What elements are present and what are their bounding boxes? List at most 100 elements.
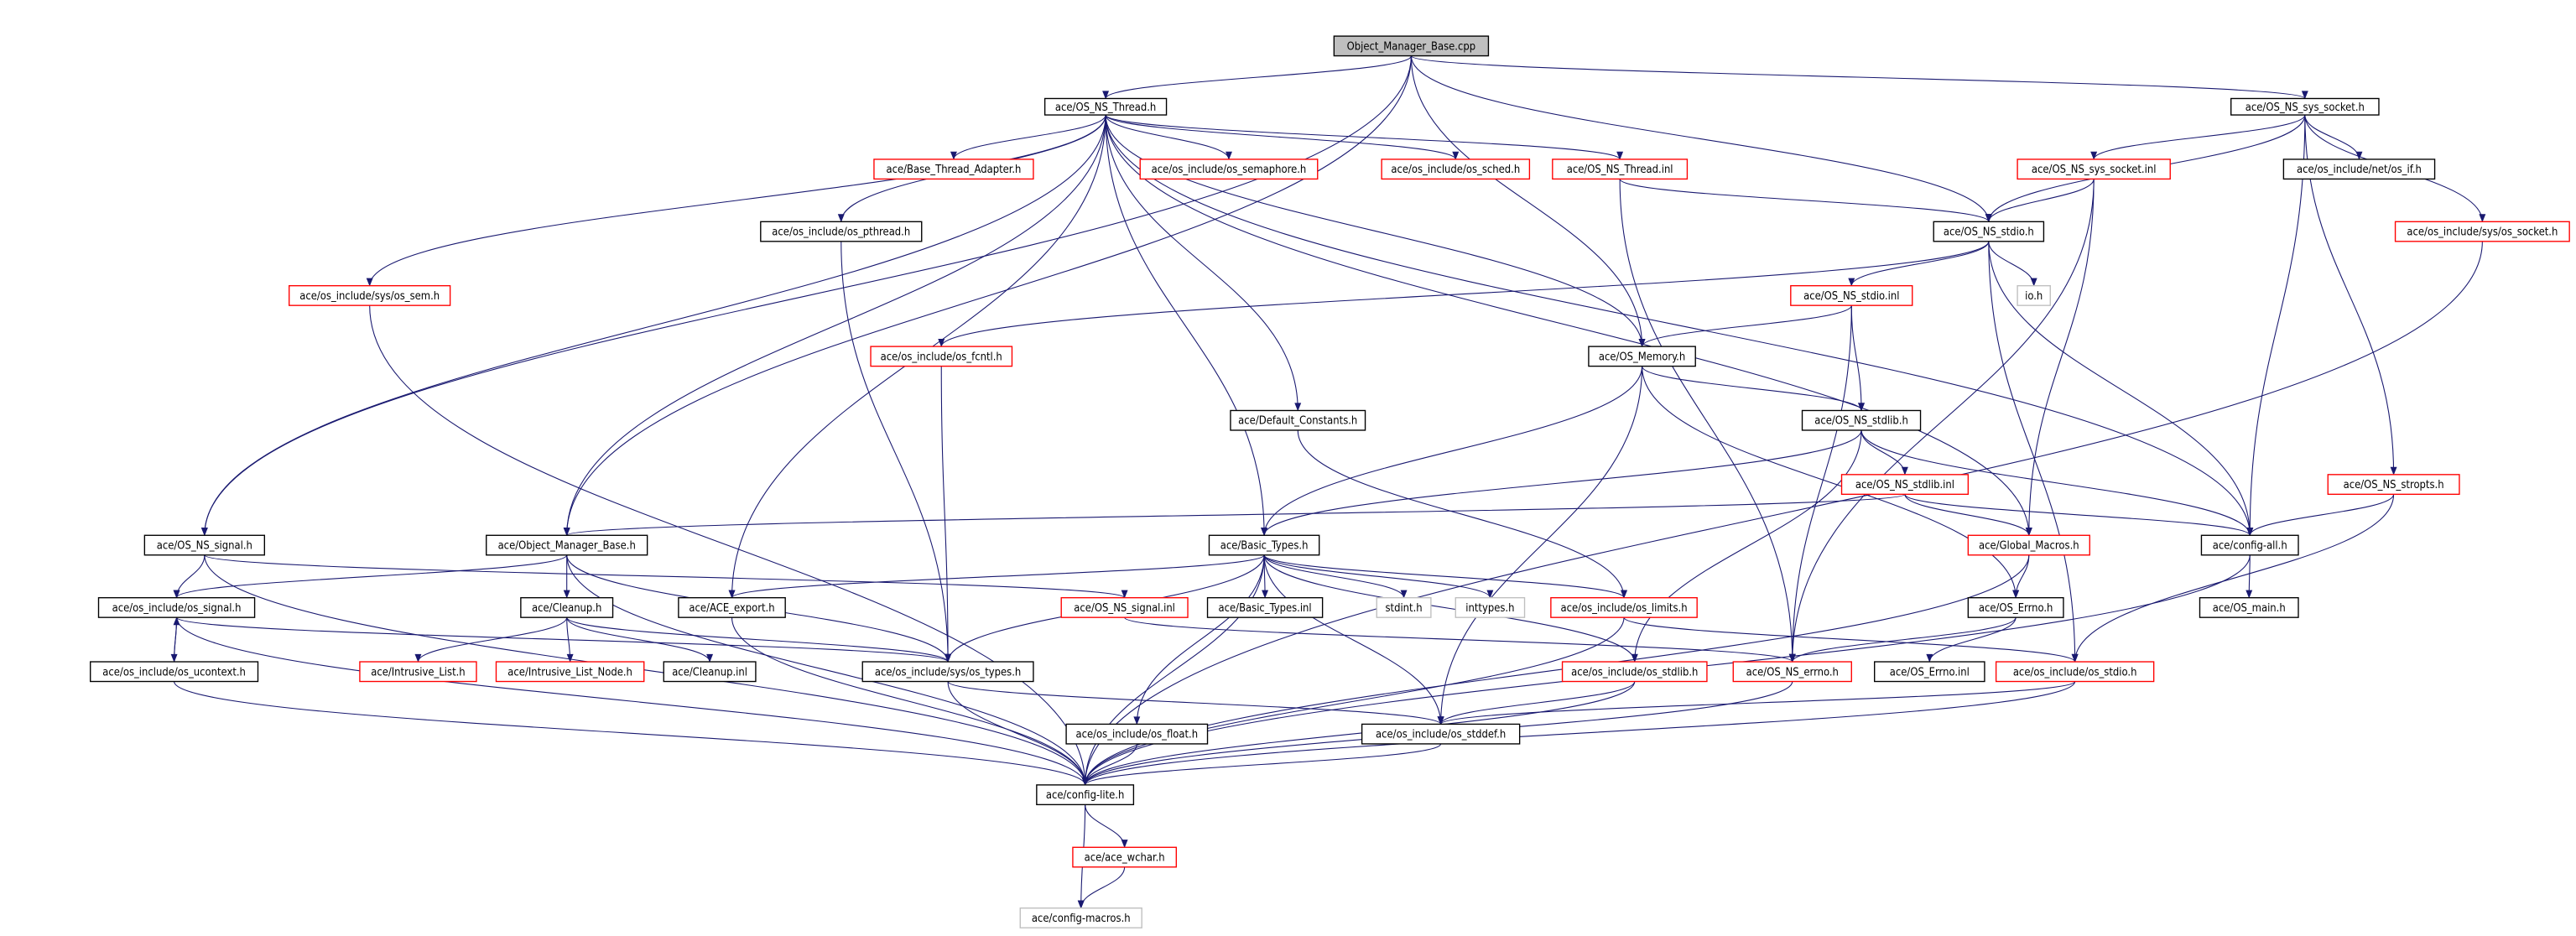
node-ace-basic-types-inl[interactable]: ace/Basic_Types.inl bbox=[1206, 596, 1324, 618]
node-ace-os-errno-h[interactable]: ace/OS_Errno.h bbox=[1967, 596, 2064, 618]
edge-ace-os-ns-stdlib-inl-to-ace-object-manager-base-h bbox=[566, 493, 1906, 536]
node-box bbox=[1967, 534, 2090, 556]
node-ace-os-ns-stdlib-inl[interactable]: ace/OS_NS_stdlib.inl bbox=[1840, 474, 1970, 496]
node-box bbox=[289, 284, 451, 306]
node-ace-os-ns-sys-socket-h[interactable]: ace/OS_NS_sys_socket.h bbox=[2230, 97, 2380, 116]
arrowhead-icon bbox=[173, 590, 180, 599]
edge-ace-os-ns-thread-h-to-ace-basic-types-h bbox=[1105, 115, 1265, 536]
node-box bbox=[90, 661, 259, 683]
node-ace-os-include-sys-os-types-h[interactable]: ace/os_include/sys/os_types.h bbox=[861, 661, 1034, 683]
node-ace-os-include-os-sched-h[interactable]: ace/os_include/os_sched.h bbox=[1381, 159, 1531, 180]
node-box bbox=[1381, 159, 1531, 180]
edge-ace-os-memory-h-to-ace-basic-types-h bbox=[1263, 366, 1643, 536]
node-label: ace/Cleanup.h bbox=[532, 602, 601, 615]
node-ace-os-ns-signal-inl[interactable]: ace/OS_NS_signal.inl bbox=[1060, 596, 1189, 618]
arrowhead-icon bbox=[2301, 91, 2308, 100]
node-object-manager-base-cpp[interactable]: Object_Manager_Base.cpp bbox=[1333, 35, 1490, 57]
edge-ace-cleanup-h-to-ace-os-include-sys-os-types-h bbox=[566, 616, 949, 663]
node-ace-global-macros-h[interactable]: ace/Global_Macros.h bbox=[1967, 534, 2090, 556]
node-label: ace/os_include/os_ucontext.h bbox=[102, 666, 246, 679]
node-label: ace/OS_NS_stdlib.h bbox=[1814, 415, 1908, 428]
node-ace-os-ns-thread-inl[interactable]: ace/OS_NS_Thread.inl bbox=[1552, 159, 1689, 180]
edge-ace-os-ns-signal-h-to-ace-os-ns-signal-inl bbox=[204, 554, 1126, 599]
node-label: ace/os_include/os_signal.h bbox=[112, 602, 242, 615]
node-ace-os-memory-h[interactable]: ace/OS_Memory.h bbox=[1588, 346, 1696, 367]
node-ace-ace-export-h[interactable]: ace/ACE_export.h bbox=[678, 596, 786, 618]
node-ace-cleanup-inl[interactable]: ace/Cleanup.inl bbox=[663, 661, 757, 683]
edge-ace-config-lite-h-to-ace-ace-wchar-h bbox=[1085, 804, 1126, 848]
node-ace-os-include-os-semaphore-h[interactable]: ace/os_include/os_semaphore.h bbox=[1139, 159, 1319, 180]
node-ace-os-include-sys-os-socket-h[interactable]: ace/os_include/sys/os_socket.h bbox=[2394, 221, 2570, 242]
node-label: ace/Basic_Types.h bbox=[1220, 540, 1309, 553]
node-ace-os-include-net-os-if-h[interactable]: ace/os_include/net/os_if.h bbox=[2282, 159, 2436, 180]
node-ace-os-ns-sys-socket-inl[interactable]: ace/OS_NS_sys_socket.inl bbox=[2017, 159, 2171, 180]
arrowhead-icon bbox=[837, 214, 845, 223]
node-ace-base-thread-adapter-h[interactable]: ace/Base_Thread_Adapter.h bbox=[873, 159, 1034, 180]
node-ace-os-ns-thread-h[interactable]: ace/OS_NS_Thread.h bbox=[1043, 97, 1168, 116]
node-label: ace/OS_main.h bbox=[2213, 602, 2286, 615]
node-ace-os-include-os-stddef-h[interactable]: ace/os_include/os_stddef.h bbox=[1361, 723, 1521, 745]
node-ace-os-ns-errno-h[interactable]: ace/OS_NS_errno.h bbox=[1732, 661, 1852, 683]
node-ace-default-constants-h[interactable]: ace/Default_Constants.h bbox=[1230, 409, 1366, 431]
node-ace-os-errno-inl[interactable]: ace/OS_Errno.inl bbox=[1874, 661, 1985, 683]
node-label: ace/OS_Memory.h bbox=[1599, 351, 1685, 363]
node-ace-os-ns-signal-h[interactable]: ace/OS_NS_signal.h bbox=[143, 534, 266, 556]
edge-ace-os-include-os-stdio-h-to-ace-os-include-os-stddef-h bbox=[1440, 681, 2076, 725]
node-ace-intrusive-list-h[interactable]: ace/Intrusive_List.h bbox=[359, 661, 477, 683]
node-ace-cleanup-h[interactable]: ace/Cleanup.h bbox=[520, 596, 614, 618]
edge-ace-os-ns-sys-socket-inl-to-ace-os-ns-errno-h bbox=[1792, 179, 2095, 663]
node-inttypes-h: inttypes.h bbox=[1455, 596, 1526, 618]
node-ace-os-ns-stdio-h[interactable]: ace/OS_NS_stdio.h bbox=[1933, 221, 2045, 242]
node-box bbox=[861, 661, 1034, 683]
node-ace-os-include-os-float-h[interactable]: ace/os_include/os_float.h bbox=[1065, 723, 1209, 745]
arrowhead-icon bbox=[1102, 91, 1110, 100]
node-stdint-h: stdint.h bbox=[1376, 596, 1432, 618]
node-ace-basic-types-h[interactable]: ace/Basic_Types.h bbox=[1208, 534, 1320, 556]
edge-ace-os-ns-stdlib-h-to-ace-basic-types-h bbox=[1263, 429, 1862, 536]
edge-ace-os-ns-thread-h-to-ace-os-ns-signal-h bbox=[204, 115, 1106, 536]
node-ace-config-macros-h: ace/config-macros.h bbox=[1019, 907, 1142, 928]
node-box bbox=[1376, 596, 1432, 618]
edge-ace-os-include-os-stdlib-h-to-ace-os-include-os-stddef-h bbox=[1440, 681, 1636, 725]
node-ace-intrusive-list-node-h[interactable]: ace/Intrusive_List_Node.h bbox=[495, 661, 645, 683]
edge-ace-os-ns-thread-h-to-ace-default-constants-h bbox=[1105, 115, 1298, 411]
node-box bbox=[1790, 284, 1913, 306]
arrowhead-icon bbox=[1638, 339, 1646, 347]
node-ace-os-include-sys-os-sem-h[interactable]: ace/os_include/sys/os_sem.h bbox=[289, 284, 451, 306]
node-label: ace/config-all.h bbox=[2213, 540, 2287, 553]
arrowhead-icon bbox=[563, 528, 570, 537]
arrowhead-icon bbox=[1486, 590, 1494, 599]
edge-ace-os-include-os-signal-h-to-ace-os-include-sys-os-types-h bbox=[176, 616, 949, 663]
node-label: ace/Base_Thread_Adapter.h bbox=[886, 164, 1021, 176]
edge-ace-os-include-os-stdlib-h-to-ace-config-lite-h bbox=[1085, 681, 1636, 785]
node-label: ace/os_include/os_semaphore.h bbox=[1152, 164, 1307, 176]
node-ace-config-lite-h[interactable]: ace/config-lite.h bbox=[1036, 784, 1135, 806]
node-ace-os-include-os-ucontext-h[interactable]: ace/os_include/os_ucontext.h bbox=[90, 661, 259, 683]
edge-ace-os-ns-thread-h-to-ace-global-macros-h bbox=[1105, 115, 2030, 536]
node-ace-os-include-os-pthread-h[interactable]: ace/os_include/os_pthread.h bbox=[760, 221, 923, 242]
node-ace-config-all-h[interactable]: ace/config-all.h bbox=[2200, 534, 2299, 556]
arrowhead-icon bbox=[728, 590, 736, 599]
node-ace-os-ns-stropts-h[interactable]: ace/OS_NS_stropts.h bbox=[2327, 474, 2460, 496]
edge-ace-os-include-os-stddef-h-to-ace-config-lite-h bbox=[1085, 743, 1442, 786]
node-ace-object-manager-base-h[interactable]: ace/Object_Manager_Base.h bbox=[486, 534, 648, 556]
node-label: ace/os_include/os_stdlib.h bbox=[1571, 666, 1698, 679]
arrowhead-icon bbox=[2246, 528, 2254, 537]
edge-ace-os-include-os-limits-h-to-ace-os-include-os-stdio-h bbox=[1623, 616, 2076, 663]
node-ace-os-include-os-fcntl-h[interactable]: ace/os_include/os_fcntl.h bbox=[870, 346, 1013, 367]
node-ace-os-include-os-stdlib-h[interactable]: ace/os_include/os_stdlib.h bbox=[1561, 661, 1708, 683]
arrowhead-icon bbox=[1262, 590, 1269, 599]
node-ace-os-include-os-stdio-h[interactable]: ace/os_include/os_stdio.h bbox=[1995, 661, 2155, 683]
edge-ace-os-ns-stdio-h-to-ace-os-include-os-fcntl-h bbox=[940, 241, 1990, 347]
node-ace-os-ns-stdio-inl[interactable]: ace/OS_NS_stdio.inl bbox=[1790, 284, 1913, 306]
edge-ace-object-manager-base-h-to-ace-os-include-os-signal-h bbox=[176, 554, 568, 599]
node-ace-os-ns-stdlib-h[interactable]: ace/OS_NS_stdlib.h bbox=[1801, 409, 1922, 431]
node-label: ace/OS_NS_stdio.inl bbox=[1803, 290, 1899, 303]
node-ace-ace-wchar-h[interactable]: ace/ace_wchar.h bbox=[1072, 846, 1178, 868]
edge-object-manager-base-cpp-to-ace-os-ns-sys-socket-h bbox=[1410, 55, 2306, 99]
node-label: ace/Default_Constants.h bbox=[1238, 415, 1357, 428]
node-ace-os-main-h[interactable]: ace/OS_main.h bbox=[2199, 596, 2299, 618]
node-ace-os-include-os-limits-h[interactable]: ace/os_include/os_limits.h bbox=[1550, 596, 1698, 618]
node-box bbox=[486, 534, 648, 556]
node-ace-os-include-os-signal-h[interactable]: ace/os_include/os_signal.h bbox=[97, 596, 256, 618]
